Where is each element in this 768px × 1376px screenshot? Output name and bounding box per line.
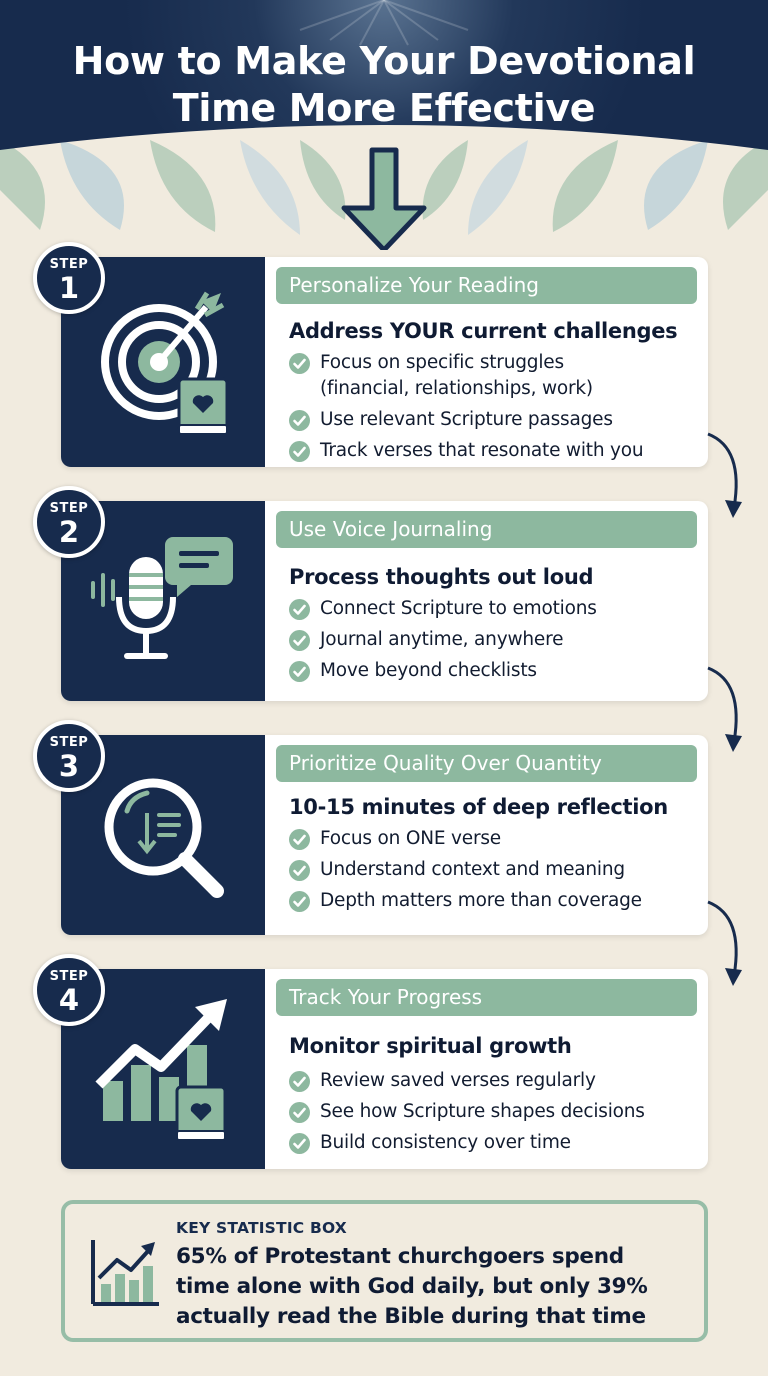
step-4-content: Track Your Progress Monitor spiritual gr… <box>276 979 697 1161</box>
step-2-title: Use Voice Journaling <box>276 511 697 548</box>
list-item: Journal anytime, anywhere <box>289 627 697 653</box>
step-card-3: Prioritize Quality Over Quantity 10-15 m… <box>61 735 708 935</box>
list-item-text: See how Scripture shapes decisions <box>320 1101 645 1122</box>
step-2-content: Use Voice Journaling Process thoughts ou… <box>276 511 697 689</box>
step-1-icon-panel <box>61 257 265 467</box>
curved-arrow-connector <box>707 432 742 518</box>
header-background <box>0 0 768 250</box>
check-icon <box>289 353 310 374</box>
step-badge-label: STEP <box>49 735 89 750</box>
statistic-line-1: 65% of Protestant churchgoers spend <box>176 1244 624 1269</box>
step-4-subtitle: Monitor spiritual growth <box>289 1034 572 1058</box>
list-item: See how Scripture shapes decisions <box>289 1099 697 1125</box>
step-4-list: Review saved verses regularly See how Sc… <box>276 1068 697 1156</box>
step-4-icon-panel <box>61 969 265 1169</box>
list-item: Understand context and meaning <box>289 857 697 883</box>
step-1-title: Personalize Your Reading <box>276 267 697 304</box>
check-icon <box>289 441 310 462</box>
list-item-text: Review saved verses regularly <box>320 1070 596 1091</box>
curved-arrow-connector <box>707 666 742 752</box>
magnifying-glass-icon <box>104 778 224 898</box>
key-statistic-box: KEY STATISTIC BOX 65% of Protestant chur… <box>61 1200 708 1342</box>
title-line-2: Time More Effective <box>172 86 596 130</box>
statistic-text: 65% of Protestant churchgoers spend time… <box>176 1242 706 1332</box>
step-badge-4: STEP 4 <box>33 954 105 1026</box>
target-arrow-book-icon <box>101 291 229 435</box>
check-icon <box>289 661 310 682</box>
step-2-icon-panel <box>61 501 265 701</box>
check-icon <box>289 829 310 850</box>
step-badge-label: STEP <box>49 501 89 516</box>
check-icon <box>289 630 310 651</box>
step-card-2: Use Voice Journaling Process thoughts ou… <box>61 501 708 701</box>
list-item-text: Build consistency over time <box>320 1132 571 1153</box>
check-icon <box>289 599 310 620</box>
list-item: Build consistency over time <box>289 1130 697 1156</box>
microphone-chat-icon <box>91 537 233 659</box>
statistic-line-3: actually read the Bible during that time <box>176 1304 646 1329</box>
step-badge-1: STEP 1 <box>33 242 105 314</box>
growth-chart-book-icon <box>95 999 227 1141</box>
step-2-subtitle: Process thoughts out loud <box>289 565 594 589</box>
title-line-1: How to Make Your Devotional <box>72 39 696 83</box>
list-item-text: Understand context and meaning <box>320 859 625 880</box>
list-item-text: Focus on ONE verse <box>320 828 501 849</box>
step-3-content: Prioritize Quality Over Quantity 10-15 m… <box>276 745 697 919</box>
step-badge-2: STEP 2 <box>33 486 105 558</box>
list-item: Connect Scripture to emotions <box>289 596 697 622</box>
step-card-4: Track Your Progress Monitor spiritual gr… <box>61 969 708 1169</box>
list-item-text: Depth matters more than coverage <box>320 890 642 911</box>
step-1-subtitle: Address YOUR current challenges <box>289 319 678 343</box>
check-icon <box>289 410 310 431</box>
list-item-text: Focus on specific struggles <box>320 352 564 373</box>
check-icon <box>289 1102 310 1123</box>
list-item-text: Connect Scripture to emotions <box>320 598 597 619</box>
header: How to Make Your Devotional Time More Ef… <box>0 0 768 250</box>
step-card-1: Personalize Your Reading Address YOUR cu… <box>61 257 708 467</box>
list-item: Use relevant Scripture passages <box>289 407 697 433</box>
step-badge-number: 3 <box>58 749 80 783</box>
statistic-line-2: time alone with God daily, but only 39% <box>176 1274 648 1299</box>
curved-arrow-connector <box>707 900 742 986</box>
step-1-list: Focus on specific struggles (financial, … <box>276 350 697 464</box>
statistic-label: KEY STATISTIC BOX <box>176 1219 347 1237</box>
list-item: Review saved verses regularly <box>289 1068 697 1094</box>
list-item-text: Use relevant Scripture passages <box>320 409 613 430</box>
list-item: Depth matters more than coverage <box>289 888 697 914</box>
step-1-content: Personalize Your Reading Address YOUR cu… <box>276 267 697 469</box>
check-icon <box>289 891 310 912</box>
check-icon <box>289 1133 310 1154</box>
page-title: How to Make Your Devotional Time More Ef… <box>0 38 768 132</box>
step-badge-number: 4 <box>58 983 80 1017</box>
step-badge-number: 2 <box>58 515 80 549</box>
bar-chart-trend-icon <box>91 1240 159 1306</box>
step-badge-label: STEP <box>49 969 89 984</box>
list-item: (financial, relationships, work) <box>289 376 697 402</box>
step-badge-label: STEP <box>49 257 89 272</box>
list-item: Focus on specific struggles <box>289 350 697 376</box>
list-item-text: Move beyond checklists <box>320 660 537 681</box>
step-2-list: Connect Scripture to emotions Journal an… <box>276 596 697 684</box>
check-icon <box>289 860 310 881</box>
step-3-list: Focus on ONE verse Understand context an… <box>276 826 697 914</box>
check-icon <box>289 1071 310 1092</box>
step-badge-3: STEP 3 <box>33 720 105 792</box>
step-4-title: Track Your Progress <box>276 979 697 1016</box>
step-3-subtitle: 10-15 minutes of deep reflection <box>289 795 668 819</box>
list-item-text: Track verses that resonate with you <box>320 440 644 461</box>
list-item-text: Journal anytime, anywhere <box>320 629 564 650</box>
list-item-text: (financial, relationships, work) <box>320 378 593 399</box>
list-item: Focus on ONE verse <box>289 826 697 852</box>
list-item: Move beyond checklists <box>289 658 697 684</box>
step-3-title: Prioritize Quality Over Quantity <box>276 745 697 782</box>
list-item: Track verses that resonate with you <box>289 438 697 464</box>
step-badge-number: 1 <box>58 271 80 305</box>
